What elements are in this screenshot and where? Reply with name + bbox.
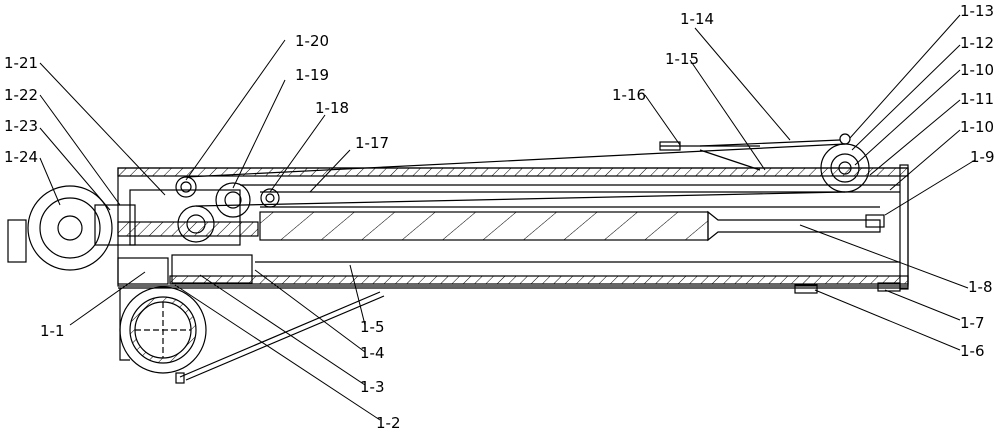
label-1-12: 1-12 — [960, 34, 994, 52]
motor-1-24-inner — [39, 197, 101, 259]
strap-2 — [185, 295, 385, 381]
belt-and-arm — [185, 139, 846, 207]
label-1-9: 1-9 — [970, 148, 995, 166]
pulley-1-19 — [215, 182, 251, 218]
label-1-16: 1-16 — [612, 86, 646, 104]
label-1-11: 1-11 — [960, 90, 994, 108]
fitting-1-9 — [865, 214, 885, 228]
bottom-fittings — [794, 214, 901, 294]
main-housing — [117, 164, 909, 290]
label-1-4: 1-4 — [360, 344, 385, 362]
bottom-wall — [169, 275, 909, 285]
label-1-15: 1-15 — [665, 50, 699, 68]
label-1-6: 1-6 — [960, 342, 985, 360]
label-1-22: 1-22 — [4, 86, 38, 104]
pulley-1-11-hub — [838, 161, 852, 175]
gear-1-21-hub — [186, 214, 206, 234]
label-1-21: 1-21 — [4, 54, 38, 72]
label-1-23: 1-23 — [4, 117, 38, 135]
fitting-1-7 — [877, 282, 901, 292]
strap-clip — [175, 372, 185, 384]
end-plate — [899, 164, 909, 290]
pulley-1-20-hub — [180, 181, 192, 193]
label-1-10a: 1-10 — [960, 61, 994, 79]
piston-rod — [259, 211, 709, 241]
drum-bracket — [119, 288, 130, 361]
pin-1-13 — [839, 133, 851, 145]
belt-bottom — [195, 191, 846, 207]
label-1-5: 1-5 — [360, 318, 385, 336]
label-1-7: 1-7 — [960, 314, 985, 332]
rod-tip — [707, 210, 881, 242]
label-1-10b: 1-10 — [960, 118, 994, 136]
label-1-19: 1-19 — [295, 66, 329, 84]
label-1-1: 1-1 — [40, 322, 65, 340]
belt-top — [185, 143, 846, 178]
block-1-1 — [117, 257, 169, 285]
label-1-17: 1-17 — [355, 134, 389, 152]
drive-box — [129, 189, 241, 246]
motor-flange — [7, 219, 27, 263]
part-labels: 1-20 1-19 1-18 1-17 1-21 1-22 1-23 1-24 … — [4, 2, 995, 432]
link-1-15 — [699, 149, 761, 171]
roller-1-18-hub — [265, 193, 275, 203]
pulley-1-19-hub — [224, 191, 242, 209]
strap — [179, 291, 381, 378]
left-motor — [7, 185, 136, 271]
motor-1-24 — [27, 185, 113, 271]
clevis-1-16 — [659, 141, 681, 151]
label-1-8: 1-8 — [968, 278, 993, 296]
pulley-1-11-inner — [830, 153, 860, 183]
coupling-1-23 — [94, 204, 136, 246]
label-1-13: 1-13 — [960, 2, 994, 20]
label-1-24: 1-24 — [4, 148, 38, 166]
label-1-18: 1-18 — [315, 99, 349, 117]
motor-1-24-hub — [57, 215, 83, 241]
lower-drum — [119, 286, 385, 384]
label-1-3: 1-3 — [360, 378, 385, 396]
label-1-20: 1-20 — [295, 32, 329, 50]
fitting-1-6 — [794, 284, 818, 294]
arm-1-14 — [699, 139, 841, 147]
roller-1-18 — [260, 188, 280, 208]
leader-lines — [39, 14, 976, 421]
label-1-2: 1-2 — [376, 414, 401, 432]
label-1-14: 1-14 — [680, 10, 714, 28]
